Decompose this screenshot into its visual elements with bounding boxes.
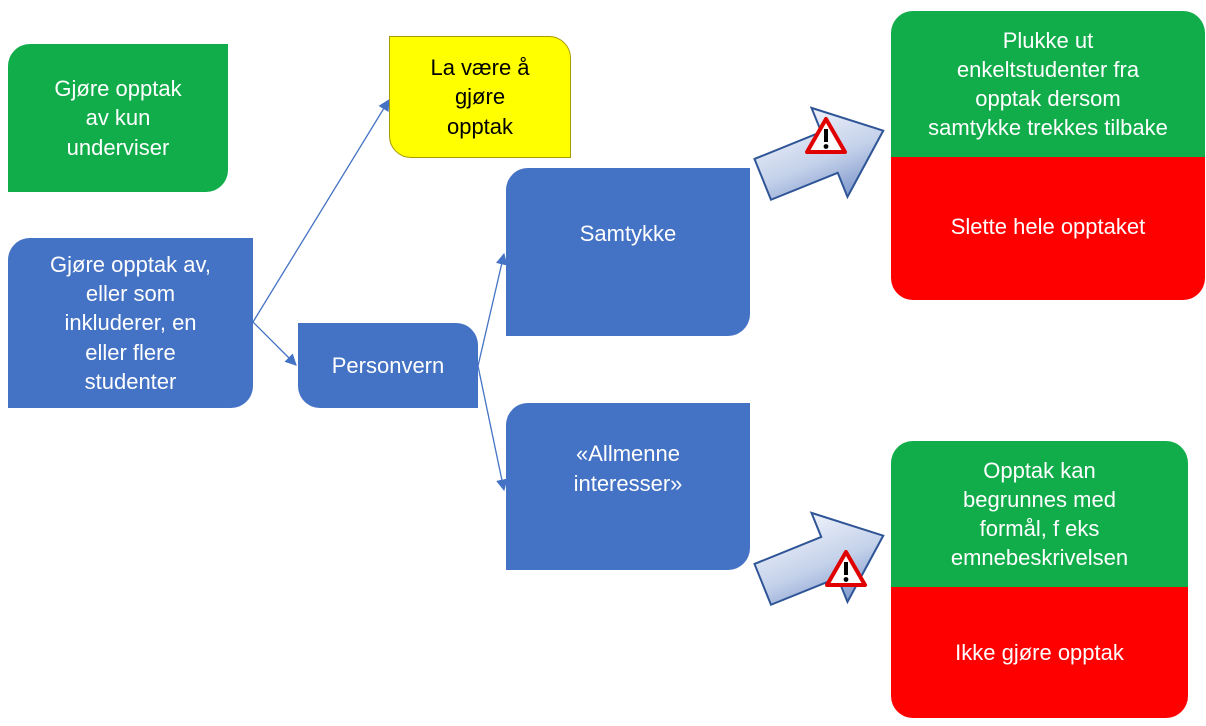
node-public-interest: «Allmenne interesser» bbox=[506, 403, 750, 570]
node-lecturer-only: Gjøre opptak av kun underviser bbox=[8, 44, 228, 192]
node-consent: Samtykke bbox=[506, 168, 750, 336]
node-public-interest-text: «Allmenne interesser» bbox=[573, 441, 683, 496]
block-arrow-lower bbox=[753, 511, 885, 607]
node-justify-recording-text: Opptak kan begrunnes med formål, f eks e… bbox=[950, 457, 1129, 571]
connector-to-no-recording bbox=[252, 99, 390, 323]
node-privacy: Personvern bbox=[298, 323, 478, 408]
connector-to-consent bbox=[477, 252, 508, 367]
node-with-students-text: Gjøre opptak av, eller som inkluderer, e… bbox=[50, 251, 211, 394]
warning-icon bbox=[825, 550, 867, 587]
block-arrow-icon bbox=[753, 511, 885, 607]
node-dont-record-text: Ikke gjøre opptak bbox=[955, 639, 1124, 665]
node-privacy-text: Personvern bbox=[331, 352, 445, 378]
node-dont-record: Ikke gjøre opptak bbox=[891, 587, 1188, 718]
node-consent-text: Samtykke bbox=[579, 221, 677, 247]
node-justify-recording: Opptak kan begrunnes med formål, f eks e… bbox=[891, 441, 1188, 587]
node-no-recording-text: La være å gjøre opptak bbox=[430, 55, 530, 139]
node-with-students: Gjøre opptak av, eller som inkluderer, e… bbox=[8, 238, 253, 408]
node-pick-students: Plukke ut enkeltstudenter fra opptak der… bbox=[891, 11, 1205, 157]
block-arrow-upper bbox=[753, 106, 885, 202]
connector-to-public-interest bbox=[477, 365, 508, 492]
node-lecturer-only-text: Gjøre opptak av kun underviser bbox=[54, 76, 182, 160]
node-delete-recording: Slette hele opptaket bbox=[891, 157, 1205, 300]
node-delete-recording-text: Slette hele opptaket bbox=[950, 213, 1146, 239]
block-arrow-icon bbox=[753, 106, 885, 202]
node-pick-students-text: Plukke ut enkeltstudenter fra opptak der… bbox=[928, 27, 1168, 141]
connector-to-privacy bbox=[252, 321, 297, 366]
node-no-recording: La være å gjøre opptak bbox=[389, 36, 571, 158]
warning-icon bbox=[805, 117, 847, 154]
